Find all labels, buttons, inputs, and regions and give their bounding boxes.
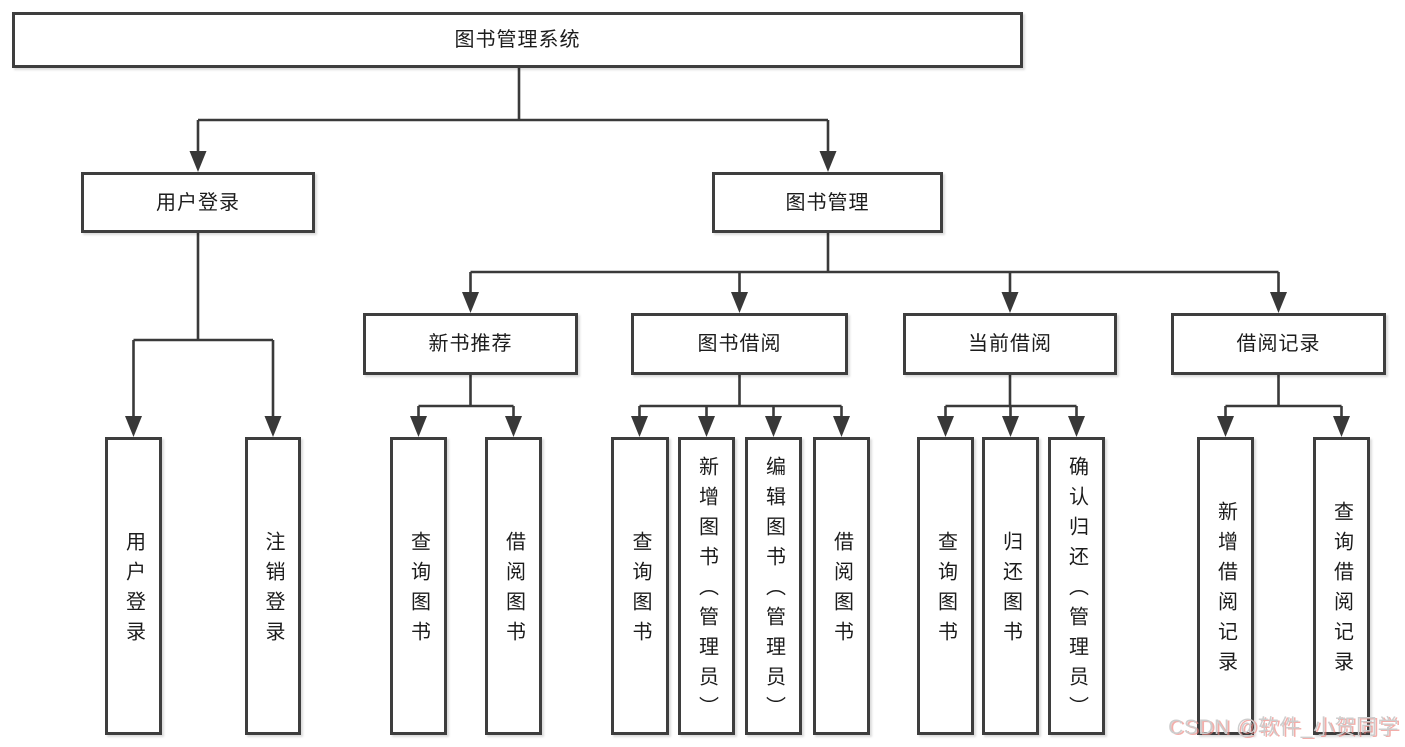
node-new-book-recommend-label: 新书推荐 xyxy=(428,333,513,355)
node-library-system-label: 图书管理系统 xyxy=(454,29,581,51)
leaf-query-books-borrow: 查询图书 xyxy=(611,437,669,735)
leaf-query-books-current: 查询图书 xyxy=(917,437,974,735)
leaf-borrow-books-recommend: 借阅图书 xyxy=(485,437,542,735)
leaf-add-borrow-record-label: 新增借阅记录 xyxy=(1214,501,1237,681)
node-library-system: 图书管理系统 xyxy=(12,12,1023,68)
leaf-return-books-label: 归还图书 xyxy=(999,531,1022,651)
node-book-management: 图书管理 xyxy=(712,172,943,233)
leaf-query-borrow-record: 查询借阅记录 xyxy=(1313,437,1370,735)
leaf-query-borrow-record-label: 查询借阅记录 xyxy=(1330,501,1353,681)
leaf-confirm-return-admin-label: 确认归还（管理员） xyxy=(1065,456,1088,726)
watermark: CSDN @软件_小贺同学 xyxy=(1168,716,1399,739)
node-borrowing-records: 借阅记录 xyxy=(1171,313,1386,375)
leaf-user-login-label: 用户登录 xyxy=(122,531,145,651)
node-current-borrowing-label: 当前借阅 xyxy=(968,333,1052,355)
node-book-management-label: 图书管理 xyxy=(785,191,870,214)
leaf-add-book-admin-label: 新增图书（管理员） xyxy=(695,456,718,726)
leaf-edit-book-admin: 编辑图书（管理员） xyxy=(745,437,802,735)
leaf-logout-label: 注销登录 xyxy=(262,531,284,651)
node-book-borrowing: 图书借阅 xyxy=(631,313,848,375)
node-user-login-label: 用户登录 xyxy=(156,191,240,214)
leaf-return-books: 归还图书 xyxy=(982,437,1039,735)
leaf-add-book-admin: 新增图书（管理员） xyxy=(678,437,735,735)
leaf-add-borrow-record: 新增借阅记录 xyxy=(1197,437,1254,735)
node-borrowing-records-label: 借阅记录 xyxy=(1236,333,1321,355)
leaf-query-books-recommend: 查询图书 xyxy=(390,437,447,735)
node-book-borrowing-label: 图书借阅 xyxy=(697,333,782,355)
node-new-book-recommend: 新书推荐 xyxy=(363,313,578,375)
node-current-borrowing: 当前借阅 xyxy=(903,313,1117,375)
leaf-borrow-books-borrow-label: 借阅图书 xyxy=(830,531,853,651)
leaf-query-books-borrow-label: 查询图书 xyxy=(629,531,651,651)
leaf-user-login: 用户登录 xyxy=(105,437,162,735)
leaf-borrow-books-borrow: 借阅图书 xyxy=(813,437,870,735)
leaf-edit-book-admin-label: 编辑图书（管理员） xyxy=(762,456,785,726)
leaf-query-books-current-label: 查询图书 xyxy=(934,531,957,651)
leaf-borrow-books-recommend-label: 借阅图书 xyxy=(502,531,525,651)
leaf-query-books-recommend-label: 查询图书 xyxy=(407,531,430,651)
leaf-logout: 注销登录 xyxy=(245,437,301,735)
node-user-login: 用户登录 xyxy=(81,172,315,233)
leaf-confirm-return-admin: 确认归还（管理员） xyxy=(1048,437,1105,735)
